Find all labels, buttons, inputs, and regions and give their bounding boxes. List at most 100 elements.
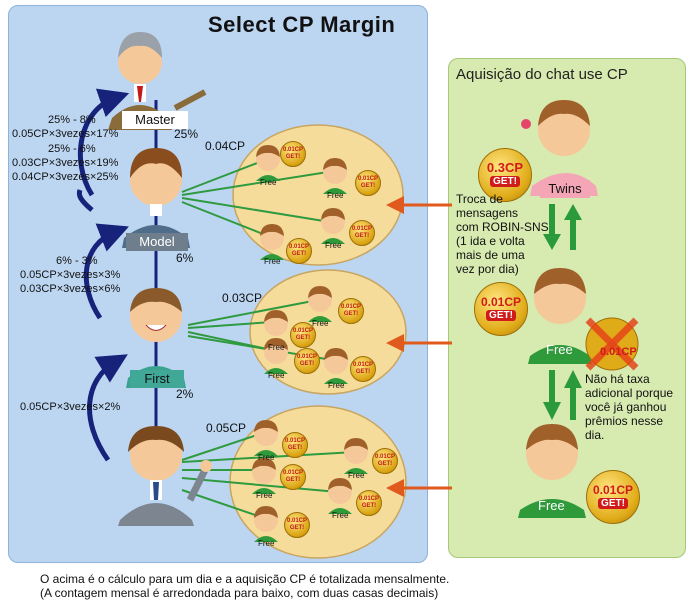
margin-first-2: 0.03CP×3vezes×6% (20, 283, 121, 295)
footer-line: O acima é o cálculo para um dia e a aqui… (40, 572, 450, 586)
coin-value: 0.01CP (288, 244, 309, 250)
free-label-top: Free (546, 342, 573, 357)
coin-value: 0.01CP (340, 304, 361, 310)
free-coin-bottom-get: GET! (598, 498, 628, 509)
child-free-label: Free (312, 319, 329, 328)
exchange-note-line: mais de uma (456, 248, 525, 262)
no-fee-note: Não há taxa adicional porque você já gan… (585, 372, 673, 442)
coin-get: GET! (361, 503, 377, 509)
coin-value: 0.01CP (292, 328, 313, 334)
free-boy-icon-top (528, 268, 592, 364)
child-figure-icon (256, 145, 280, 181)
exchange-note-line: Troca de (456, 192, 503, 206)
free-coin-get: GET! (486, 310, 516, 321)
no-fee-note-line: dia. (585, 428, 605, 442)
coin-get: GET! (289, 525, 305, 531)
twins-coin-value: 0.3CP (486, 160, 524, 175)
children-icons (252, 145, 368, 542)
margin-model-2: 0.04CP×3vezes×25% (12, 171, 119, 183)
arrow-model-side (76, 189, 94, 212)
margin-first-0: 6% - 3% (56, 255, 98, 267)
margin-master-1: 0.05CP×3vezes×17% (12, 128, 119, 140)
child-figure-icon (321, 208, 345, 244)
child-free-label: Free (268, 343, 285, 352)
child-figure-icon (260, 224, 284, 260)
child-free-label: Free (327, 191, 344, 200)
coin-get: GET! (355, 369, 371, 375)
margin-model-1: 0.03CP×3vezes×19% (12, 157, 119, 169)
first-label: First (130, 370, 184, 388)
arrow-to-first (87, 354, 128, 462)
child-free-label: Free (348, 471, 365, 480)
first-pct: 2% (176, 387, 194, 401)
child-free-label: Free (260, 178, 277, 187)
coin-value: 0.01CP (282, 147, 303, 153)
coin-get: GET! (291, 251, 307, 257)
child-free-label: Free (258, 539, 275, 548)
coin-get: GET! (287, 445, 303, 451)
coin-value: 0.01CP (358, 496, 379, 502)
coin-value: 0.01CP (282, 470, 303, 476)
free-coin-bottom: 0.01CP GET! (586, 470, 640, 524)
coin-value: 0.01CP (351, 226, 372, 232)
child-figure-icon (264, 338, 288, 374)
margin-first-1: 0.05CP×3vezes×3% (20, 269, 121, 281)
coin-value: 0.01CP (357, 176, 378, 182)
arrow-to-master (77, 88, 130, 197)
free-coin-value: 0.01CP (480, 295, 522, 309)
child-figure-icon (252, 458, 276, 494)
coin-get: GET! (285, 477, 301, 483)
margin-model-0: 25% - 6% (48, 143, 96, 155)
coin-value: 0.01CP (352, 362, 373, 368)
exchange-note-line: com ROBIN-SNS (456, 220, 549, 234)
exchange-note-line: mensagens (456, 206, 519, 220)
child-figure-icon (254, 506, 278, 542)
child-figure-icon (308, 286, 332, 322)
rate-base: 0.05CP (206, 421, 247, 435)
model-children-circle (232, 124, 404, 266)
coin-get: GET! (343, 311, 359, 317)
free-coin-bottom-value: 0.01CP (592, 483, 634, 497)
exchange-note-line: vez por dia) (456, 262, 519, 276)
child-figure-icon (254, 420, 278, 456)
right-panel-title: Aquisição do chat use CP (456, 66, 628, 83)
exchange-note-line: (1 ida e volta (456, 234, 525, 248)
rate-model: 0.04CP (205, 139, 246, 153)
child-free-label: Free (256, 491, 273, 500)
model-pct: 6% (176, 251, 194, 265)
child-free-label: Free (325, 241, 342, 250)
margin-master-0: 25% - 8% (48, 114, 96, 126)
coin-value: 0.01CP (286, 518, 307, 524)
child-figure-icon (344, 438, 368, 474)
exchange-note: Troca de mensagens com ROBIN-SNS (1 ida … (456, 192, 549, 276)
child-free-label: Free (328, 381, 345, 390)
arrow-to-model (83, 223, 129, 320)
twins-coin-get: GET! (490, 176, 520, 187)
crossed-coin-icon (585, 317, 639, 371)
coin-get: GET! (360, 183, 376, 189)
green-arrows (543, 204, 582, 420)
model-label: Model (126, 233, 188, 251)
coin-get: GET! (299, 361, 315, 367)
coin-get: GET! (295, 335, 311, 341)
master-pct: 25% (174, 127, 199, 141)
crossed-coin-value: 0.01CP (600, 346, 637, 358)
free-boy-icon-bottom (518, 424, 586, 518)
coin-value: 0.01CP (374, 454, 395, 460)
no-fee-note-line: adicional porque (585, 386, 674, 400)
child-free-label: Free (258, 453, 275, 462)
coin-value: 0.01CP (296, 354, 317, 360)
twins-coin: 0.3CP GET! (478, 148, 532, 202)
coin-value: 0.01CP (284, 438, 305, 444)
